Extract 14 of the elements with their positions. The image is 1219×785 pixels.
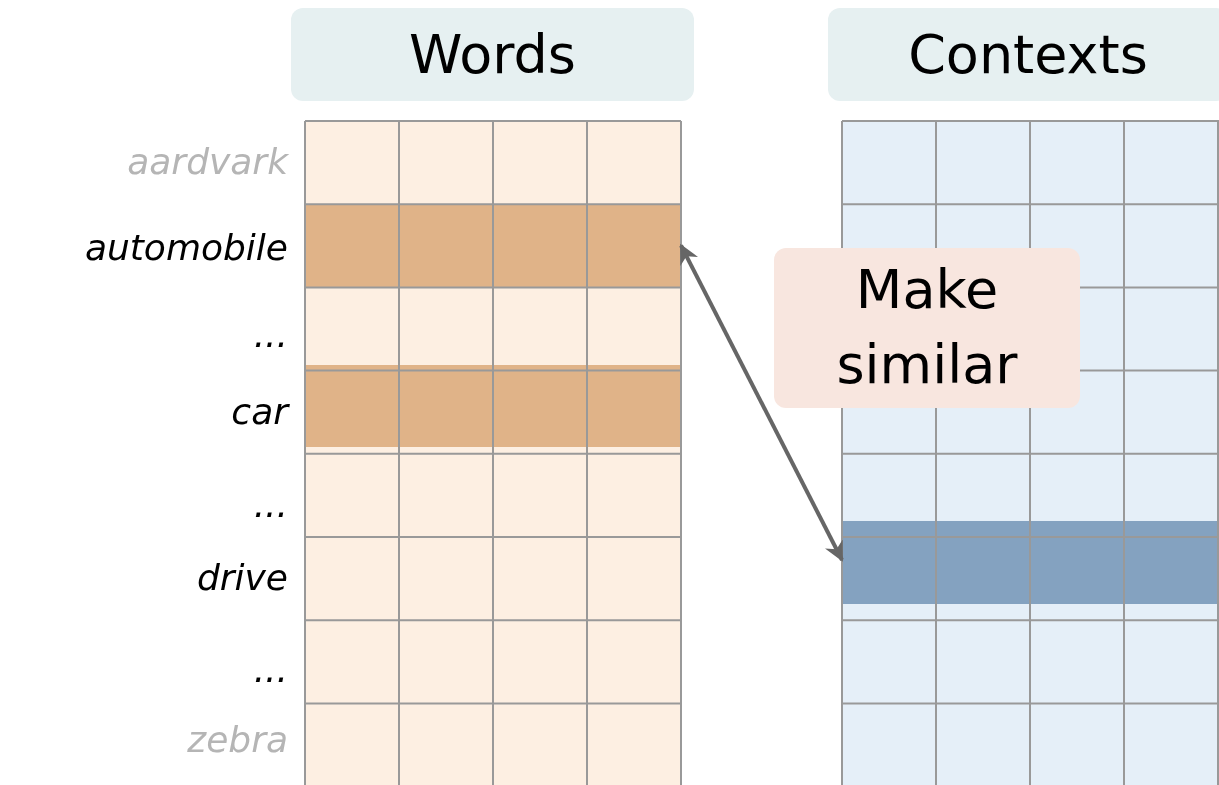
row-label: aardvark [127,144,288,180]
highlighted-row [842,521,1219,604]
callout-box: Make similar [774,248,1080,408]
row-label: ... [253,652,288,688]
row-label: ... [253,487,288,523]
row-label: automobile [84,230,288,266]
highlighted-row [305,204,681,287]
column-header: Words [291,8,694,101]
row-label: ... [253,317,288,353]
column-header: Contexts [828,8,1219,101]
row-label: zebra [187,722,288,758]
row-label: car [231,394,288,430]
double-arrow [679,243,844,562]
row-label: drive [196,560,288,596]
